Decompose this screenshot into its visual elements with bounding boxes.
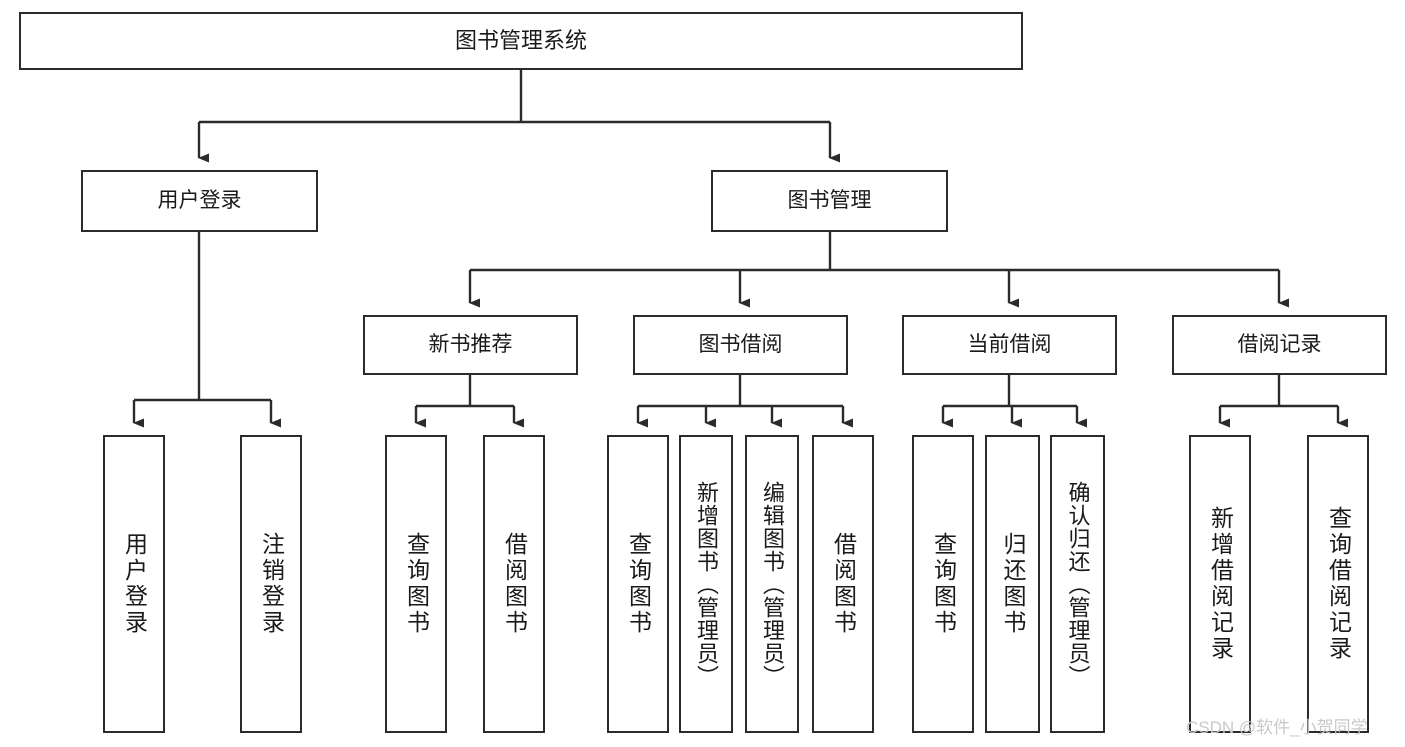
node-leaf-edit-book-admin-label: 编辑图书（管理员） <box>760 480 785 688</box>
node-leaf-query-book-current-label: 查询图书 <box>930 532 957 636</box>
node-leaf-add-book-admin[interactable]: 新增图书（管理员） <box>679 435 733 733</box>
node-leaf-query-book-current[interactable]: 查询图书 <box>912 435 974 733</box>
node-leaf-borrow-book-recommend[interactable]: 借阅图书 <box>483 435 545 733</box>
node-leaf-user-login-label: 用户登录 <box>121 532 148 636</box>
node-leaf-borrow-book-recommend-label: 借阅图书 <box>501 532 528 636</box>
node-leaf-add-book-admin-label: 新增图书（管理员） <box>694 480 719 688</box>
node-leaf-confirm-return-admin[interactable]: 确认归还（管理员） <box>1050 435 1105 733</box>
node-book-management-label: 图书管理 <box>787 188 872 212</box>
node-leaf-borrow-book-label: 借阅图书 <box>830 532 857 636</box>
node-root-label: 图书管理系统 <box>454 28 587 54</box>
node-leaf-edit-book-admin[interactable]: 编辑图书（管理员） <box>745 435 799 733</box>
node-current-borrow[interactable]: 当前借阅 <box>902 315 1117 375</box>
node-leaf-borrow-book[interactable]: 借阅图书 <box>812 435 874 733</box>
node-current-borrow-label: 当前借阅 <box>967 332 1052 356</box>
node-new-book-recommend[interactable]: 新书推荐 <box>363 315 578 375</box>
node-leaf-query-borrow-record[interactable]: 查询借阅记录 <box>1307 435 1369 733</box>
node-borrow-record[interactable]: 借阅记录 <box>1172 315 1387 375</box>
node-leaf-query-book-borrow[interactable]: 查询图书 <box>607 435 669 733</box>
node-leaf-query-book-recommend[interactable]: 查询图书 <box>385 435 447 733</box>
node-leaf-query-borrow-record-label: 查询借阅记录 <box>1325 506 1352 662</box>
csdn-watermark: CSDN @软件_小贺同学 <box>1186 718 1368 737</box>
node-leaf-logout-login[interactable]: 注销登录 <box>240 435 302 733</box>
node-leaf-query-book-borrow-label: 查询图书 <box>625 532 652 636</box>
node-leaf-query-book-recommend-label: 查询图书 <box>403 532 430 636</box>
node-leaf-confirm-return-admin-label: 确认归还（管理员） <box>1065 480 1091 688</box>
node-root[interactable]: 图书管理系统 <box>19 12 1023 70</box>
node-borrow-record-label: 借阅记录 <box>1237 332 1322 356</box>
node-leaf-logout-login-label: 注销登录 <box>258 532 285 636</box>
node-user-login[interactable]: 用户登录 <box>81 170 318 232</box>
node-book-management[interactable]: 图书管理 <box>711 170 948 232</box>
node-new-book-recommend-label: 新书推荐 <box>428 332 513 356</box>
node-leaf-user-login[interactable]: 用户登录 <box>103 435 165 733</box>
node-leaf-return-book-label: 归还图书 <box>1000 532 1026 636</box>
node-leaf-add-borrow-record[interactable]: 新增借阅记录 <box>1189 435 1251 733</box>
node-book-borrow-label: 图书借阅 <box>698 332 783 356</box>
node-leaf-return-book[interactable]: 归还图书 <box>985 435 1040 733</box>
node-user-login-label: 用户登录 <box>157 188 242 212</box>
node-book-borrow[interactable]: 图书借阅 <box>633 315 848 375</box>
node-leaf-add-borrow-record-label: 新增借阅记录 <box>1207 506 1234 662</box>
